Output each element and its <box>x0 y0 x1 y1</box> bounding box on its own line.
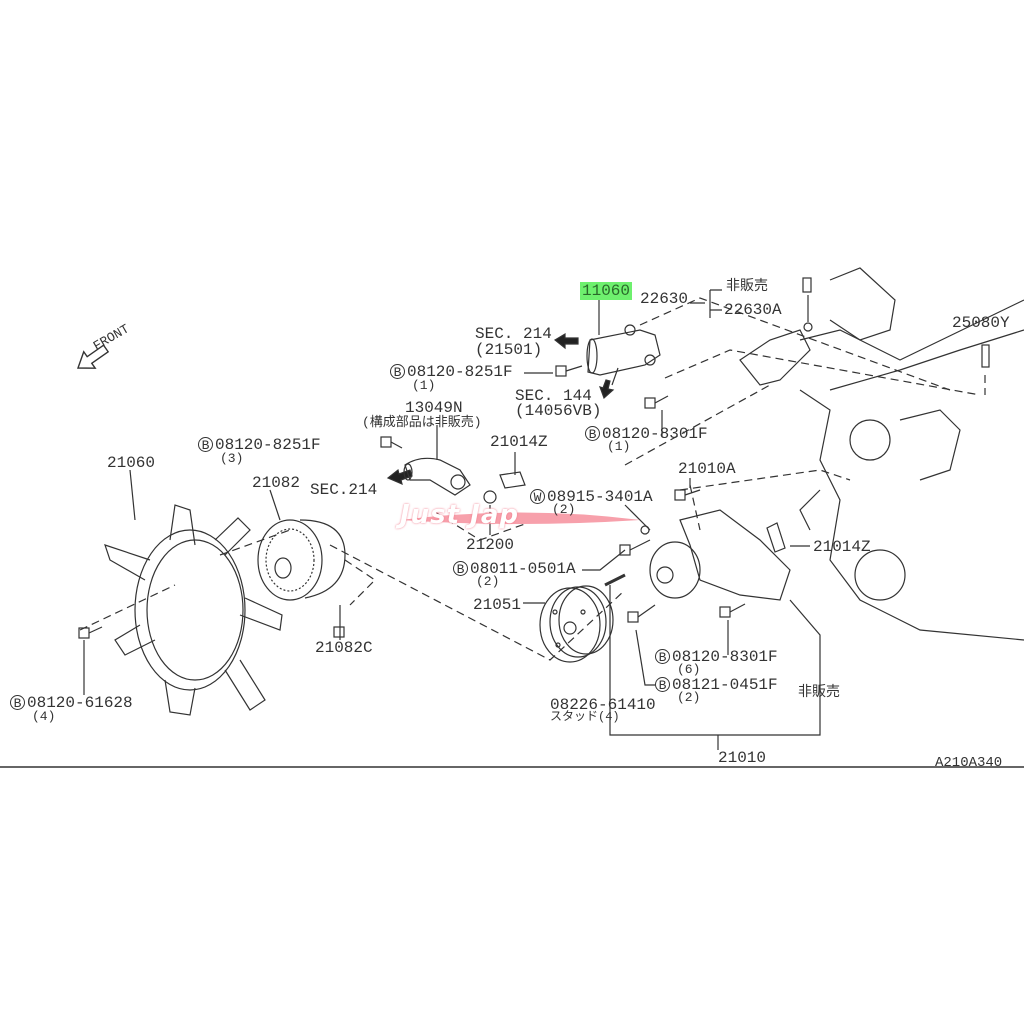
bolt-marker-icon: B <box>198 437 213 453</box>
bolt-marker-icon: B <box>453 561 468 577</box>
part-22630-label[interactable]: 22630 <box>640 290 689 308</box>
cooling-fan-21060 <box>104 504 283 716</box>
part-21014Z-b-label[interactable]: 21014Z <box>813 538 871 556</box>
arrow-sec214-icon <box>553 332 579 350</box>
washer-marker-icon: W <box>530 489 545 505</box>
water-outlet-11060 <box>586 324 661 386</box>
part-code: 08011-0501A <box>470 560 576 578</box>
diagram-code: A210A340 <box>935 755 1003 771</box>
sensor-21014Z-a <box>499 471 526 489</box>
front-arrow-icon <box>77 344 110 369</box>
qty: (2) <box>552 502 576 517</box>
bolts <box>78 277 990 639</box>
bolt-marker-icon: B <box>655 677 670 693</box>
qty: (1) <box>607 439 631 454</box>
part-13049N-label[interactable]: 13049N <box>405 399 463 417</box>
stud-08226-61410-label[interactable]: 08226-61410 <box>550 696 656 714</box>
sec214-ref-b[interactable]: SEC.214 <box>310 481 378 499</box>
part-code: 08121-0451F <box>672 676 778 694</box>
arrow-sec214b-icon <box>386 468 413 486</box>
bolt-marker-icon: B <box>585 426 600 442</box>
arrow-sec144-icon <box>599 379 615 400</box>
watermark-logo: Just Jap <box>400 500 519 530</box>
engine-block <box>739 267 1024 641</box>
part-code: 08120-8251F <box>215 436 321 454</box>
qty: (4) <box>32 709 56 724</box>
fan-coupling-21082 <box>257 519 346 601</box>
watermark-swoosh <box>400 512 640 524</box>
stud-note: スタッド(4) <box>550 710 620 724</box>
part-22630A-label[interactable]: 22630A <box>724 301 782 319</box>
part-11060-label[interactable]: 11060 <box>580 282 633 300</box>
part-21082C-label[interactable]: 21082C <box>315 639 373 657</box>
highlighted-part-number: 11060 <box>580 282 633 300</box>
part-21200-label[interactable]: 21200 <box>466 536 515 554</box>
part-13049N-note: (構成部品は非販売) <box>362 415 482 430</box>
sec214-ref-code: (21501) <box>475 341 543 359</box>
sec214-ref[interactable]: SEC. 214 <box>475 325 552 343</box>
part-21010A-label[interactable]: 21010A <box>678 460 736 478</box>
not-for-sale-bottom: 非販売 <box>798 685 840 701</box>
water-inlet-13049N <box>403 457 497 504</box>
bolt-marker-icon: B <box>10 695 25 711</box>
qty: (2) <box>476 574 500 589</box>
part-code: 08120-61628 <box>27 694 133 712</box>
part-21082-label[interactable]: 21082 <box>252 474 301 492</box>
part-21051-label[interactable]: 21051 <box>473 596 522 614</box>
sensor-21014Z-b <box>766 522 786 553</box>
part-code: 08120-8301F <box>672 648 778 666</box>
part-code: 08120-8251F <box>407 363 513 381</box>
sec144-ref-code: (14056VB) <box>515 402 602 420</box>
part-25080Y-label[interactable]: 25080Y <box>952 314 1010 332</box>
water-pump-21010 <box>640 509 791 601</box>
part-code: 08915-3401A <box>547 488 653 506</box>
leader-lines <box>83 289 821 750</box>
pulley-21051 <box>539 585 614 663</box>
qty: (6) <box>677 662 701 677</box>
not-for-sale-top: 非販売 <box>726 279 768 295</box>
qty: (1) <box>412 378 436 393</box>
sec144-ref[interactable]: SEC. 144 <box>515 387 592 405</box>
part-21014Z-label[interactable]: 21014Z <box>490 433 548 451</box>
part-code: 08120-8301F <box>602 425 708 443</box>
bolt-marker-icon: B <box>390 364 405 380</box>
qty: (3) <box>220 451 244 466</box>
bolt-marker-icon: B <box>655 649 670 665</box>
qty: (2) <box>677 690 701 705</box>
part-21010-label[interactable]: 21010 <box>718 749 767 767</box>
part-21060-label[interactable]: 21060 <box>107 454 156 472</box>
